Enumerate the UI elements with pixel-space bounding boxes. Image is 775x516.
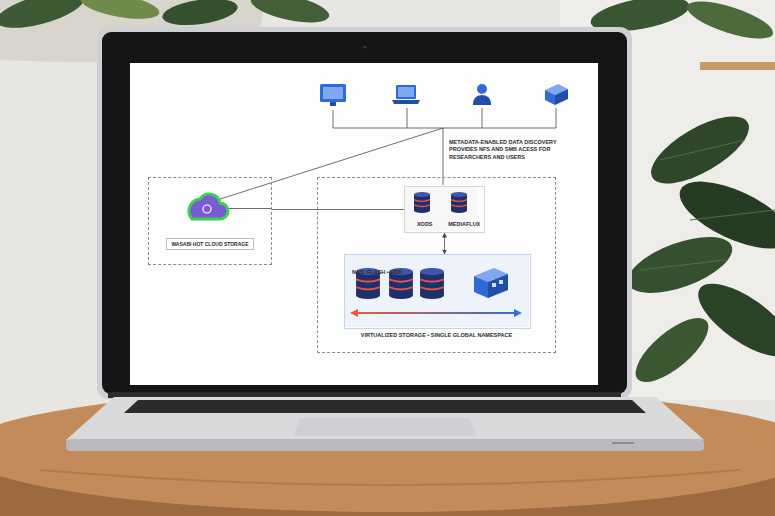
node-label: VIRTUALIZED STORAGE • SINGLE GLOBAL NAME… [361, 332, 512, 339]
nas-box: NAS: FLASH • HDD [344, 254, 531, 329]
leaf [683, 0, 775, 46]
database-icon [420, 268, 444, 299]
node-label: WASABI HOT CLOUD STORAGE [166, 238, 253, 250]
laptop-front [66, 439, 704, 451]
leaf-veins [640, 140, 775, 270]
storage-region: VIRTUALIZED STORAGE • SINGLE GLOBAL NAME… [317, 177, 556, 353]
person-body [473, 95, 491, 105]
cloud-icon [189, 194, 228, 219]
wasabi-cloud [189, 194, 228, 219]
user-icons [320, 84, 568, 106]
node-label: XODS [405, 221, 445, 228]
bus-lines [333, 108, 556, 128]
server-icon-side [545, 90, 555, 105]
laptop-bezel [102, 32, 627, 394]
person-head [477, 84, 487, 94]
nas-fill [344, 254, 529, 327]
leaf [161, 0, 240, 29]
table-top [0, 388, 775, 512]
monitor-icon [320, 84, 346, 102]
laptop-icon-base [392, 100, 420, 104]
monitor-stand [330, 102, 336, 106]
laptop-icon-screen [398, 87, 414, 97]
connector [444, 233, 445, 254]
laptop-icon [396, 85, 416, 99]
cloud-storage-box: WASABI HOT CLOUD STORAGE [148, 177, 272, 265]
keyboard [124, 400, 646, 413]
cloud-logo [203, 205, 211, 213]
switch-icon [474, 268, 508, 298]
server-icon-front [555, 89, 568, 105]
tier-arrow-head [514, 309, 522, 317]
tier-arrow-head [350, 309, 358, 317]
camera [363, 45, 366, 48]
data-service-box: XODSMEDIAFLUX [404, 186, 485, 233]
note-label: METADATA-ENABLED DATA DISCOVERY PROVIDES… [449, 139, 563, 161]
wood-grain [40, 470, 740, 485]
table [0, 388, 775, 516]
tier-arrow-shaft [356, 312, 516, 314]
leaf [626, 307, 718, 392]
label-layer: METADATA-ENABLED DATA DISCOVERY PROVIDES… [449, 139, 563, 161]
database-icon [414, 192, 430, 213]
switch-side [474, 276, 488, 298]
screen [130, 63, 598, 385]
node-label: NAS: FLASH • HDD [352, 269, 402, 275]
database-icon [451, 192, 467, 213]
shelf [700, 62, 775, 70]
monitor-screen [323, 87, 343, 99]
cloud-link [224, 208, 272, 209]
trackpad [294, 418, 476, 436]
tier-arrow [350, 309, 522, 317]
switch-port [499, 280, 503, 284]
right-plant [621, 103, 775, 392]
leaf [248, 0, 331, 28]
leaf [79, 0, 162, 24]
connector [272, 209, 404, 210]
switch-port [492, 283, 496, 287]
laptop-base [66, 397, 704, 440]
node-label: MEDIAFLUX [445, 221, 485, 228]
laptop-lid [97, 27, 632, 399]
leaf [0, 0, 87, 35]
laptop [66, 27, 704, 451]
indicator [612, 442, 634, 444]
switch-front [488, 274, 508, 298]
